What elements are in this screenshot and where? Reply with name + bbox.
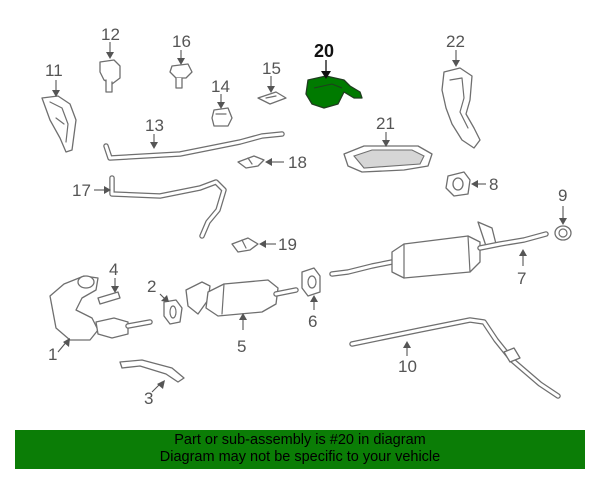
callout-9[interactable]: 9 [558,186,567,205]
arrow-20 [321,71,331,79]
callout-2[interactable]: 2 [147,277,156,296]
callout-7[interactable]: 7 [517,269,526,288]
part-7-muffler-assembly[interactable] [329,221,549,279]
callout-13[interactable]: 13 [145,116,164,135]
arrow-15 [267,86,275,93]
arrow-2 [161,295,169,302]
part-17-pipe[interactable] [109,175,227,239]
callout-1[interactable]: 1 [48,345,57,364]
part-14-clip[interactable] [211,107,233,127]
part-11-heat-shield[interactable] [41,95,77,153]
part-3-bracket[interactable] [119,359,185,383]
arrow-16 [177,58,185,65]
part-1-front-pipe[interactable] [49,275,153,341]
arrow-8 [471,180,478,188]
arrow-4 [111,286,119,293]
callout-10[interactable]: 10 [398,357,417,376]
callout-3[interactable]: 3 [144,389,153,408]
callout-11[interactable]: 11 [45,61,63,80]
arrow-6 [310,295,318,302]
arrow-18 [265,158,272,166]
part-9-clamp[interactable] [554,225,572,241]
callout-4[interactable]: 4 [109,260,118,279]
part-15-clip[interactable] [257,91,287,105]
part-8-insulator[interactable] [445,171,471,197]
part-2-gasket[interactable] [163,299,183,325]
part-12-hanger-bracket[interactable] [99,59,121,93]
arrow-7 [519,249,527,256]
arrow-13 [150,142,158,149]
arrow-10 [403,341,411,348]
arrow-22 [452,60,460,67]
part-19-bracket[interactable] [231,237,259,253]
part-21-heat-shield[interactable] [343,145,433,173]
callout-19[interactable]: 19 [278,235,297,254]
callout-18[interactable]: 18 [288,153,307,172]
part-16-hanger[interactable] [169,63,193,89]
banner-line-1: Part or sub-assembly is #20 in diagram [174,432,426,448]
callout-5[interactable]: 5 [237,337,246,356]
part-4-pipe-piece[interactable] [97,291,121,305]
part-5-resonator[interactable] [185,279,299,317]
callout-15[interactable]: 15 [262,59,281,78]
arrow-5 [239,313,247,320]
callout-16[interactable]: 16 [172,32,191,51]
part-18-bracket[interactable] [237,155,265,169]
banner-line-2: Diagram may not be specific to your vehi… [159,449,441,465]
part-22-heat-shield[interactable] [441,67,481,149]
callout-12[interactable]: 12 [101,25,120,44]
callout-14[interactable]: 14 [211,77,230,96]
arrow-14 [217,102,225,109]
callout-21[interactable]: 21 [376,114,395,133]
part-6-clamp[interactable] [301,267,321,297]
arrow-19 [259,240,266,248]
callout-8[interactable]: 8 [489,175,498,194]
arrow-9 [559,218,567,225]
arrow-17 [104,186,111,194]
arrow-21 [382,140,390,147]
callout-6[interactable]: 6 [308,312,317,331]
arrow-3 [157,380,165,389]
callout-22[interactable]: 22 [446,32,465,51]
arrow-12 [106,52,114,59]
arrow-1 [63,338,70,347]
part-13-pipe[interactable] [103,131,285,161]
callout-20[interactable]: 20 [314,41,334,61]
part-20-heat-shield[interactable] [305,75,363,109]
arrow-11 [52,90,60,97]
part-10-tailpipe[interactable] [349,317,561,399]
callout-17[interactable]: 17 [72,181,91,200]
info-banner: Part or sub-assembly is #20 in diagram D… [15,430,585,469]
